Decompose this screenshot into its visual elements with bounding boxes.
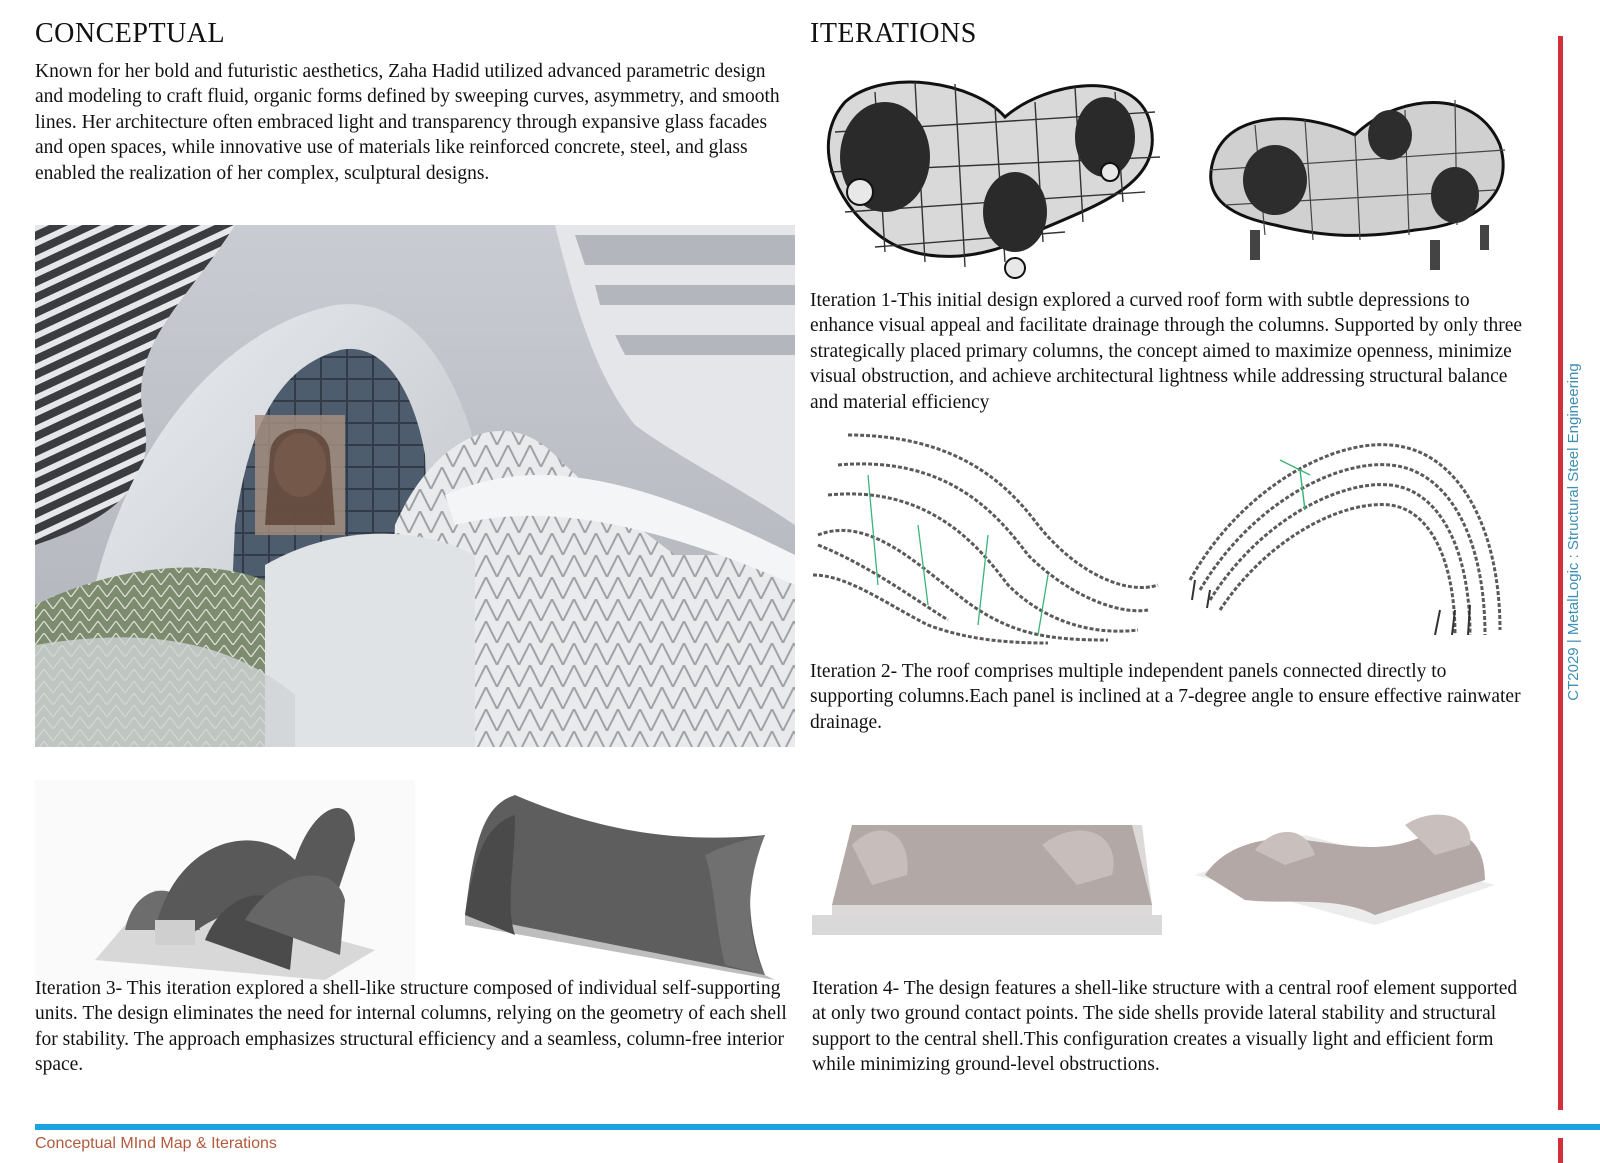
iteration-1-description: Iteration 1-This initial design explored…: [810, 290, 1523, 413]
iteration-2-frame-image-a: [808, 425, 1163, 645]
footer-label: Conceptual MInd Map & Iterations: [35, 1135, 277, 1152]
sidebar-accent-bar: [1558, 36, 1563, 1110]
footer-rule: [35, 1124, 1600, 1130]
iteration-2-frame-image-b: [1180, 430, 1520, 640]
iteration-3-shell-image-b: [445, 785, 785, 980]
conceptual-description: Known for her bold and futuristic aesthe…: [35, 61, 780, 184]
course-label: CT2029 | MetalLogic : Structural Steel E…: [1565, 363, 1582, 701]
sidebar-accent-bar-small: [1558, 1138, 1563, 1163]
iteration-4-shell-image-a: [812, 815, 1162, 935]
conceptual-title: CONCEPTUAL: [35, 18, 226, 49]
iterations-title: ITERATIONS: [810, 18, 977, 49]
iteration-1-perspective-image: [1195, 75, 1515, 280]
iteration-3-description: Iteration 3- This iteration explored a s…: [35, 978, 787, 1076]
iteration-4-description: Iteration 4- The design features a shell…: [812, 978, 1518, 1076]
iteration-1-top-view-image: [815, 62, 1165, 284]
iteration-4-shell-image-b: [1185, 805, 1505, 935]
zaha-hadid-collage-image: [35, 225, 795, 747]
iteration-3-shell-image-a: [35, 780, 415, 985]
iteration-2-description: Iteration 2- The roof comprises multiple…: [810, 661, 1521, 733]
